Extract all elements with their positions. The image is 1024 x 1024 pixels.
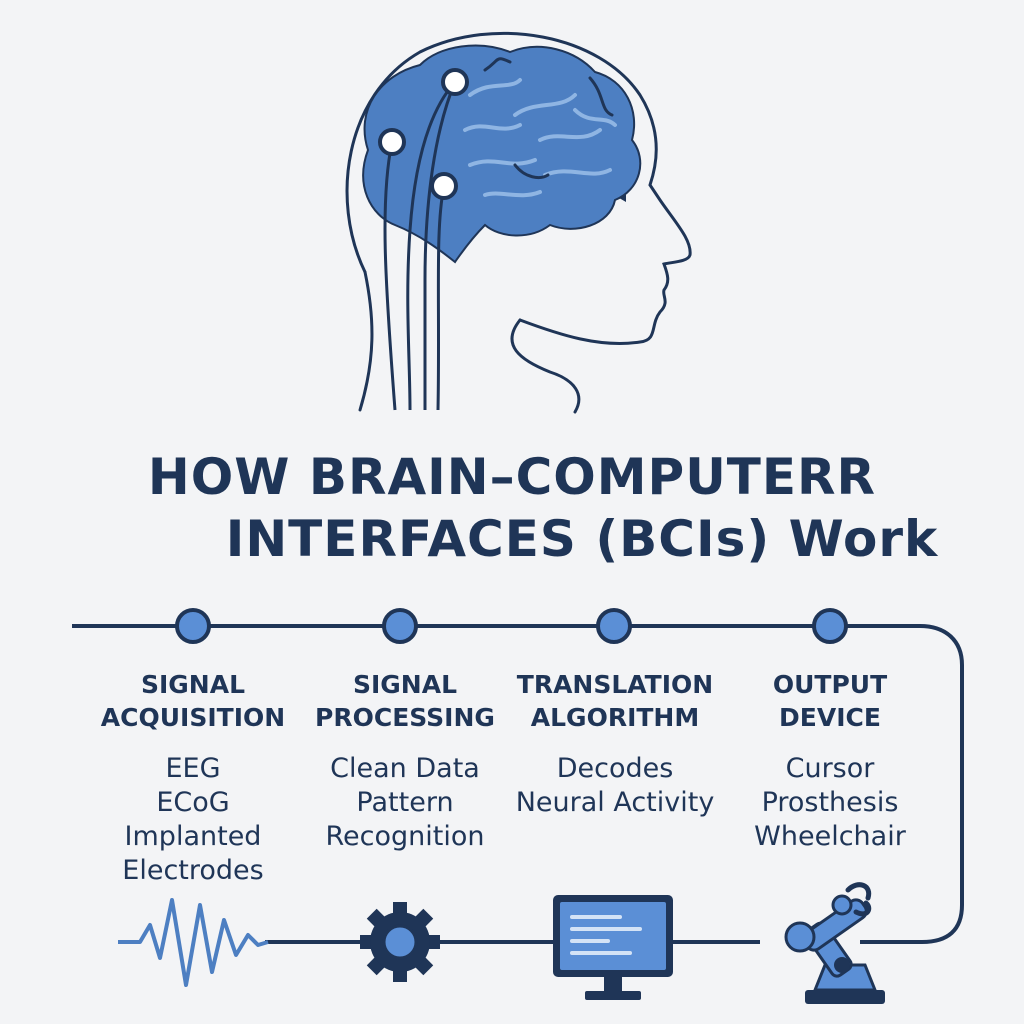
page-title-line-2: INTERFACES (BCIs) Work: [225, 510, 939, 568]
brain-icon: [362, 44, 642, 264]
step-output-device: OUTPUT DEVICE Cursor Prosthesis Wheelcha…: [715, 668, 945, 854]
step-item: EEG: [165, 753, 221, 784]
step-title: OUTPUT DEVICE: [772, 670, 888, 732]
step-item: Cursor: [785, 753, 875, 784]
step-title: TRANSLATION ALGORITHM: [516, 670, 714, 732]
step-translation-algorithm: TRANSLATION ALGORITHM Decodes Neural Act…: [500, 668, 730, 820]
timeline: [72, 624, 964, 944]
step-item: Pattern: [356, 787, 454, 818]
step-item: Wheelchair: [754, 821, 906, 852]
step-item: ECoG: [156, 787, 230, 818]
monitor-icon: [553, 895, 673, 1000]
step-item: Decodes: [556, 753, 674, 784]
step-item: Implanted: [124, 821, 262, 852]
step-title: SIGNAL PROCESSING: [315, 670, 495, 732]
waveform-icon: [118, 898, 269, 987]
step-item: Neural Activity: [515, 787, 715, 818]
robotic-arm-icon: [784, 882, 885, 1004]
step-title: SIGNAL ACQUISITION: [100, 670, 286, 732]
gear-icon: [360, 902, 440, 982]
step-item: Clean Data: [330, 753, 480, 784]
electrode-wires: [383, 81, 457, 411]
step-item: Prosthesis: [761, 787, 899, 818]
timeline-node: [175, 608, 848, 644]
step-item: Electrodes: [122, 855, 264, 886]
step-item: Recognition: [325, 821, 485, 852]
step-signal-processing: SIGNAL PROCESSING Clean Data Pattern Rec…: [290, 668, 520, 854]
electrode-icon: [378, 68, 469, 200]
step-signal-acquisition: SIGNAL ACQUISITION EEG ECoG Implanted El…: [78, 668, 308, 888]
page-title-line-1: HOW BRAIN–COMPUTERR: [147, 448, 877, 506]
